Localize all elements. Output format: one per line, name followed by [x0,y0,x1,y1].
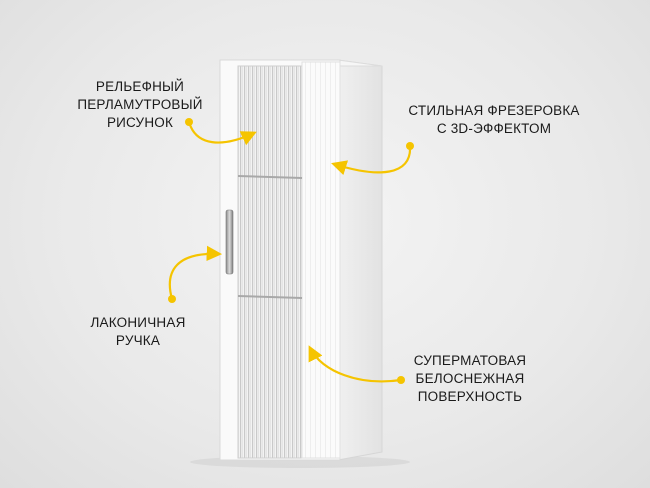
callout-dots [168,118,414,384]
callout-pattern-label: РЕЛЬЕФНЫЙ ПЕРЛАМУТРОВЫЙ РИСУНОК [72,78,208,132]
glass-door-panel [237,65,303,459]
callout-surface-line-2: БЕЛОСНЕЖНАЯ [415,371,525,386]
door-handle [225,209,234,275]
callout-arrows [168,120,412,383]
callout-surface-label: СУПЕРМАТОВАЯ БЕЛОСНЕЖНАЯ ПОВЕРХНОСТЬ [400,352,540,406]
callout-pattern-line-1: РЕЛЬЕФНЫЙ [95,79,185,94]
milled-side-strip [301,61,341,459]
cabinet-side-panel [337,59,383,461]
callout-milling-arrow [331,144,412,176]
callout-pattern-dot [185,118,193,126]
glass-shelf-lower [237,295,303,299]
callout-handle-dot [168,295,176,303]
callout-milling-line-2: С 3D-ЭФФЕКТОМ [436,121,552,136]
callout-surface-line-1: СУПЕРМАТОВАЯ [413,353,527,368]
callout-pattern-line-3: РИСУНОК [106,115,174,130]
glass-shelf-upper [237,175,303,179]
callout-milling-label: СТИЛЬНАЯ ФРЕЗЕРОВКА С 3D-ЭФФЕКТОМ [396,102,592,138]
callout-pattern-line-2: ПЕРЛАМУТРОВЫЙ [77,97,203,112]
callout-surface-arrow [308,345,403,383]
callout-pattern-arrow [187,120,257,146]
callout-handle-label: ЛАКОНИЧНАЯ РУЧКА [78,314,198,350]
callout-milling-line-1: СТИЛЬНАЯ ФРЕЗЕРОВКА [408,103,580,118]
callout-surface-line-3: ПОВЕРХНОСТЬ [417,389,523,404]
cabinet [190,59,410,468]
callout-handle-line-2: РУЧКА [115,333,161,348]
callout-surface-dot [397,376,405,384]
callout-handle-line-1: ЛАКОНИЧНАЯ [90,315,186,330]
callout-milling-dot [406,142,414,150]
callout-handle-arrow [168,245,223,301]
